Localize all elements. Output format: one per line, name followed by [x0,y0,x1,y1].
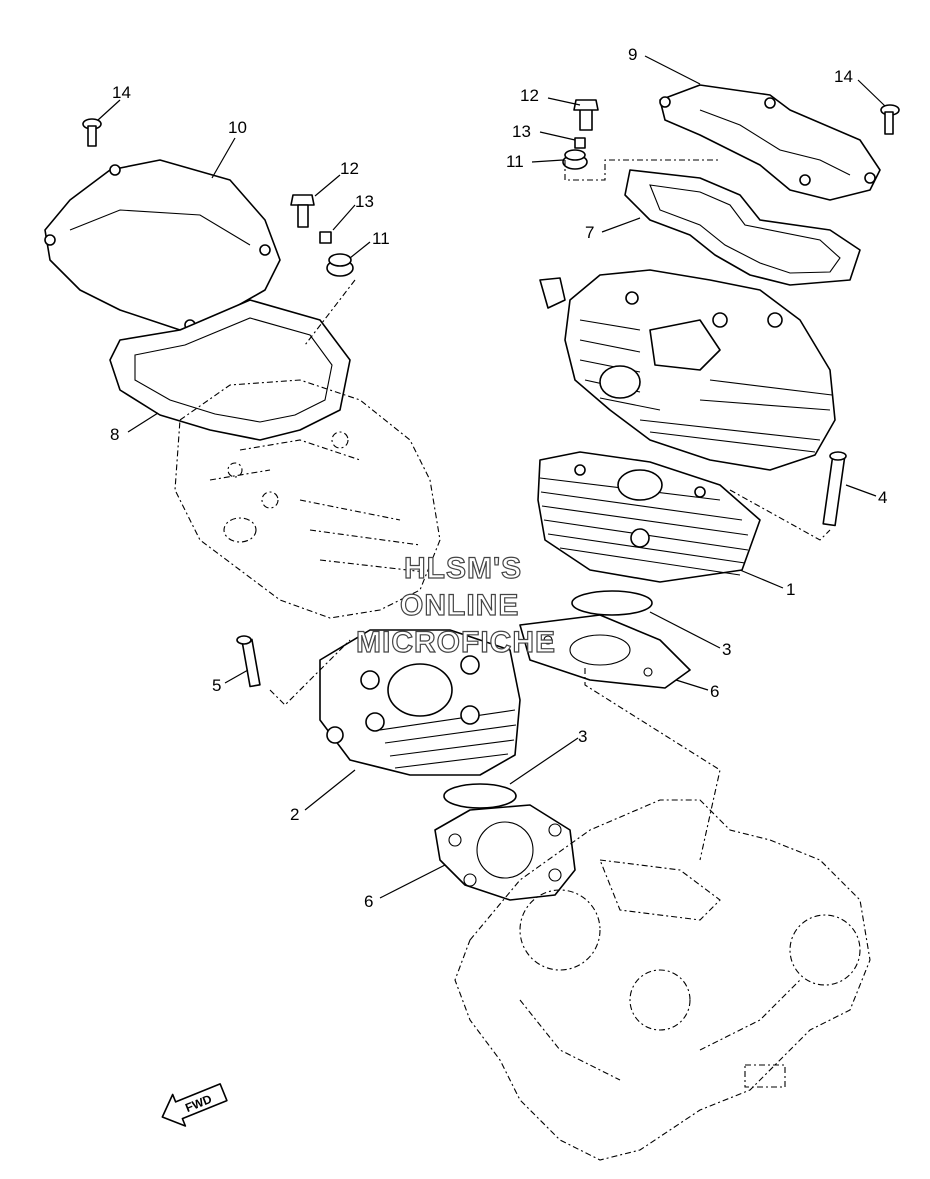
bolt-12-rear [573,99,599,131]
bolt-12-front [290,194,315,228]
o-ring-3-front [443,783,517,809]
callout-6-rear: 6 [710,682,719,701]
callout-4: 4 [878,488,887,507]
head-cover-10 [44,159,281,331]
watermark-line-1: HLSM'S [404,552,522,585]
callout-12-front: 12 [340,159,359,178]
collar-13-front [319,231,332,244]
callout-11-front: 11 [372,229,390,248]
callout-5: 5 [212,676,221,695]
screw-14-rear [880,104,900,135]
fwd-arrow-icon: FWD [161,1083,228,1127]
callout-12-rear: 12 [520,86,539,105]
callout-7: 7 [585,223,594,242]
callout-2: 2 [290,805,299,824]
callout-13-front: 13 [355,192,374,211]
callout-13-rear: 13 [512,122,531,141]
head-cover-9 [659,84,881,201]
callout-6-front: 6 [364,892,373,911]
callout-numbers: 14 10 12 13 11 8 9 14 12 13 11 7 4 1 3 6… [110,45,887,911]
front-cylinder-head [174,379,441,619]
front-cylinder-2 [319,629,521,776]
callout-8: 8 [110,425,119,444]
cover-gasket-8 [109,299,351,441]
screw-14-front [82,118,102,147]
callout-1: 1 [786,580,795,599]
callout-14-front: 14 [112,83,131,102]
alignment-lines [269,159,831,861]
collar-13-rear [574,137,586,149]
stud-bolt-4 [822,451,847,527]
watermark-line-3: MICROFICHE [356,626,556,659]
watermark-line-2: ONLINE [400,589,519,622]
callout-3-front: 3 [578,727,587,746]
head-gasket-6-front [434,804,576,901]
head-gasket-6-rear [519,614,691,689]
rear-cylinder-head [539,269,836,471]
bolt-5 [236,635,261,688]
callout-14-rear: 14 [834,67,853,86]
callout-11-rear: 11 [506,152,524,171]
o-ring-3-rear [571,590,653,616]
callout-10: 10 [228,118,247,137]
cover-gasket-7 [624,169,861,286]
watermark: HLSM'S ONLINE MICROFICHE [355,551,556,659]
callout-3-rear: 3 [722,640,731,659]
callout-9: 9 [628,45,637,64]
grommet-11-rear [562,149,588,170]
leader-lines [97,55,886,899]
crankcase [454,799,871,1161]
grommet-11-front [326,253,354,277]
rear-cylinder-1 [537,451,761,583]
